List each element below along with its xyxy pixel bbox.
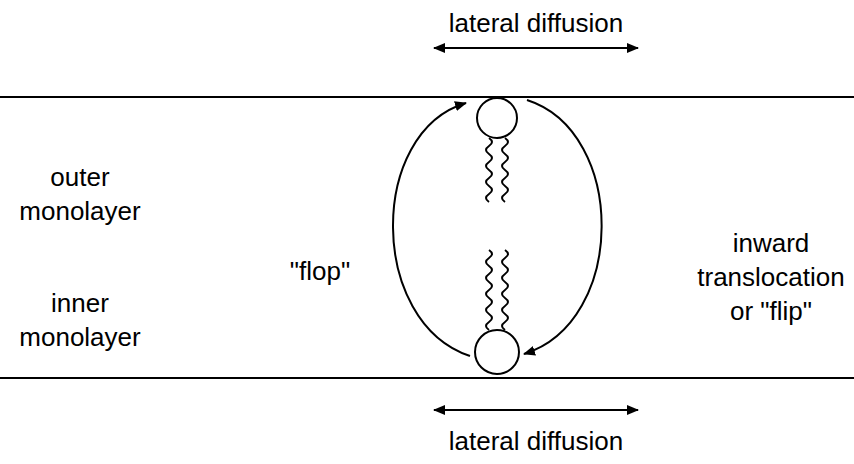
lipid-tail — [502, 138, 508, 202]
lipid-tail — [486, 138, 492, 202]
flop-arrow — [393, 103, 470, 356]
region-label: outer monolayer — [0, 160, 160, 228]
diffusion-arrow — [434, 47, 638, 49]
lipid-head — [477, 98, 517, 138]
arrow-label: lateral diffusion — [386, 424, 686, 458]
lipid-tail — [486, 250, 492, 330]
arrow-label: "flop" — [270, 254, 370, 288]
lipid-head — [475, 330, 519, 374]
flip-arrow — [524, 100, 602, 354]
membrane-line — [0, 377, 854, 379]
arrow-label: inward translocation or "flip" — [692, 226, 850, 328]
membrane-line — [0, 96, 854, 98]
region-label: inner monolayer — [0, 286, 160, 354]
lipid-tail — [502, 250, 508, 330]
diffusion-arrow — [434, 409, 638, 411]
arrow-label: lateral diffusion — [386, 6, 686, 40]
